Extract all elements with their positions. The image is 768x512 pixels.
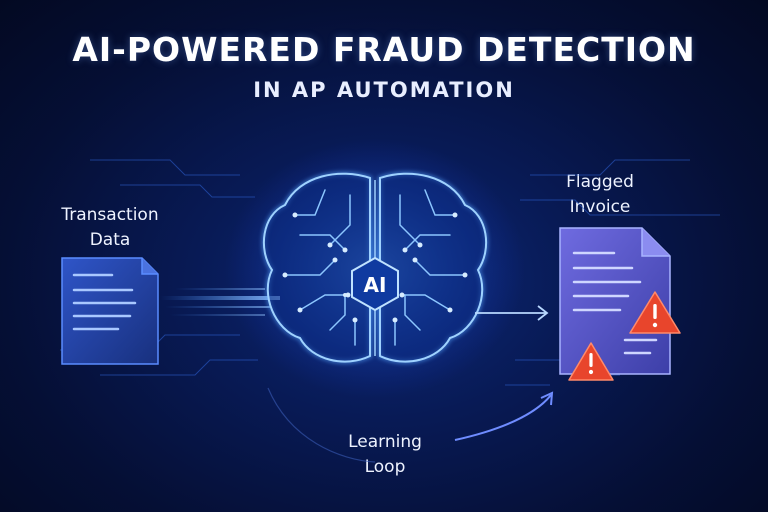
- input-data-stream: [160, 288, 280, 316]
- ai-badge: AI: [351, 256, 399, 312]
- page-subtitle: IN AP AUTOMATION: [253, 78, 515, 102]
- output-arrow: [475, 305, 549, 321]
- loop-label-line1: Learning: [348, 432, 422, 452]
- flagged-invoice-icon: [559, 227, 671, 375]
- input-label-line1: Transaction: [61, 205, 159, 225]
- output-label-line2: Invoice: [569, 197, 631, 217]
- input-label-line2: Data: [89, 230, 131, 250]
- output-label-line1: Flagged: [566, 172, 634, 192]
- learning-loop-arrow: [267, 387, 554, 463]
- warning-triangle-icon: [568, 342, 614, 381]
- document-icon: [61, 257, 159, 365]
- ai-badge-text: AI: [364, 273, 387, 297]
- output-label: Flagged Invoice: [545, 170, 655, 220]
- input-label: Transaction Data: [40, 203, 180, 253]
- warning-triangle-icon: [629, 291, 681, 334]
- page-title: AI-POWERED FRAUD DETECTION: [72, 30, 696, 69]
